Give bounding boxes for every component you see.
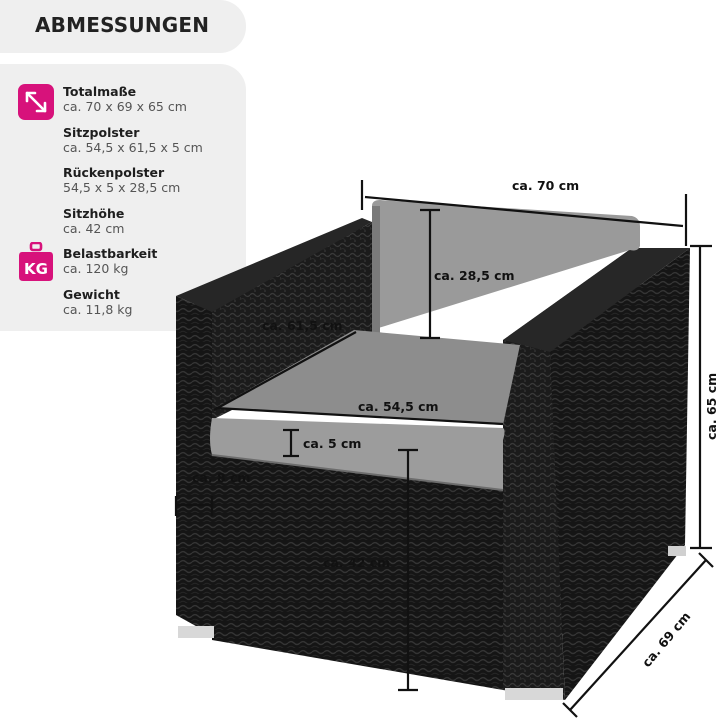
dim-seat-width: ca. 54,5 cm	[358, 399, 439, 414]
spec-weight: Gewicht ca. 11,8 kg	[63, 287, 132, 317]
spec-label: Sitzpolster	[63, 125, 140, 140]
left-armrest-inner	[212, 222, 372, 420]
dim-depth: ca. 69 cm	[639, 609, 694, 670]
seat-cushion-front	[210, 418, 505, 490]
spec-total: Totalmaße ca. 70 x 69 x 65 cm	[63, 84, 187, 114]
spec-seat-height: Sitzhöhe ca. 42 cm	[63, 206, 124, 236]
back-cushion	[372, 200, 640, 330]
dim-total-height: ca. 65 cm	[704, 373, 719, 440]
spec-label: Gewicht	[63, 287, 120, 302]
dim-seat-height: ca. 42 cm	[323, 555, 390, 570]
spec-value: ca. 70 x 69 x 65 cm	[63, 99, 187, 114]
weight-kg-icon: KG	[19, 242, 53, 281]
dim-armrest-width: ca. 8 cm	[192, 470, 250, 485]
page-title: ABMESSUNGEN	[35, 13, 210, 37]
dim-seat-depth: ca. 61,5 cm	[262, 318, 343, 333]
right-armrest-outer	[550, 248, 690, 700]
spec-value: ca. 11,8 kg	[63, 302, 133, 317]
spec-value: ca. 120 kg	[63, 261, 129, 276]
spec-back-cushion: Rückenpolster 54,5 x 5 x 28,5 cm	[63, 165, 180, 195]
spec-value: ca. 54,5 x 61,5 x 5 cm	[63, 140, 203, 155]
heading-pill: ABMESSUNGEN	[0, 0, 246, 53]
spec-value: ca. 42 cm	[63, 221, 125, 236]
resize-diagonal-icon	[18, 84, 54, 120]
left-foot	[178, 626, 214, 638]
seat-base-front	[212, 455, 503, 690]
left-armrest-top	[176, 218, 372, 312]
spec-label: Totalmaße	[63, 84, 137, 99]
spec-value: 54,5 x 5 x 28,5 cm	[63, 180, 181, 195]
right-armrest-front	[503, 340, 565, 700]
spec-load-capacity: Belastbarkeit ca. 120 kg	[63, 246, 157, 276]
dim-width-top: ca. 70 cm	[512, 178, 579, 193]
seat-cushion-top	[216, 330, 520, 425]
right-front-foot	[505, 688, 563, 700]
spec-seat-cushion: Sitzpolster ca. 54,5 x 61,5 x 5 cm	[63, 125, 203, 155]
right-armrest-top	[503, 248, 690, 352]
spec-label: Belastbarkeit	[63, 246, 158, 261]
dim-cushion-thickness: ca. 5 cm	[303, 436, 361, 451]
spec-label: Rückenpolster	[63, 165, 165, 180]
spec-label: Sitzhöhe	[63, 206, 125, 221]
dim-back-height: ca. 28,5 cm	[434, 268, 515, 283]
weight-icon-text: KG	[24, 260, 48, 278]
left-armrest-front	[176, 296, 212, 635]
right-back-foot	[668, 546, 686, 556]
